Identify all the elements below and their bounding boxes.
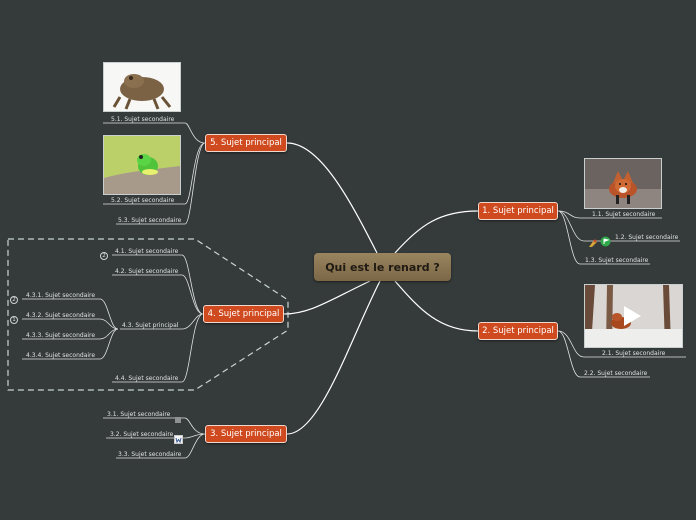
subtopic-4-3-3[interactable]: 4.3.3. Sujet secondaire — [26, 332, 96, 339]
connector-center-b2 — [394, 280, 479, 332]
subtopic-3-2[interactable]: 3.2. Sujet secondaire — [110, 431, 174, 438]
subtopic-4-2[interactable]: 4.2. Sujet secondaire — [115, 268, 179, 275]
subtopic-2-2[interactable]: 2.2. Sujet secondaire — [584, 370, 648, 377]
main-topic-2[interactable]: 2. Sujet principal — [478, 322, 558, 340]
central-topic[interactable]: Qui est le renard ? — [314, 253, 451, 281]
main-topic-1[interactable]: 1. Sujet principal — [478, 202, 558, 220]
main-topic-4[interactable]: 4. Sujet principal — [203, 305, 284, 323]
subtopic-4-3-4[interactable]: 4.3.4. Sujet secondaire — [26, 352, 96, 359]
subtopic-3-1[interactable]: 3.1. Sujet secondaire — [107, 411, 171, 418]
subtopic-5-2[interactable]: 5.2. Sujet secondaire — [111, 197, 175, 204]
relation-badge[interactable]: 2 — [100, 252, 108, 260]
fox-kit-photo — [584, 158, 662, 209]
play-icon[interactable] — [621, 304, 643, 332]
subtopic-5-1[interactable]: 5.1. Sujet secondaire — [111, 116, 175, 123]
green-flag-icon — [600, 232, 611, 251]
main-topic-5[interactable]: 5. Sujet principal — [205, 134, 287, 152]
subtopic-1-2[interactable]: 1.2. Sujet secondaire — [615, 234, 679, 241]
subtopic-5-3[interactable]: 5.3. Sujet secondaire — [118, 217, 182, 224]
frog-photo — [103, 135, 181, 195]
connector-center-b1 — [394, 210, 479, 254]
subtopic-1-3[interactable]: 1.3. Sujet secondaire — [585, 257, 649, 264]
subtopic-3-3[interactable]: 3.3. Sujet secondaire — [118, 451, 182, 458]
subtopic-4-1[interactable]: 4.1. Sujet secondaire — [115, 248, 179, 255]
connector-center-b4 — [283, 280, 371, 315]
toad-photo — [103, 62, 181, 112]
relation-badge[interactable]: 2 — [10, 296, 18, 304]
subtopic-1-1[interactable]: 1.1. Sujet secondaire — [592, 211, 656, 218]
connector-center-b3 — [286, 280, 381, 435]
word-document-icon[interactable] — [174, 429, 183, 448]
subtopic-4-3[interactable]: 4.3. Sujet principal — [122, 322, 179, 329]
boundary-branch-4 — [7, 238, 289, 391]
subtopic-4-4[interactable]: 4.4. Sujet secondaire — [115, 375, 179, 382]
subtopic-2-1[interactable]: 2.1. Sujet secondaire — [602, 350, 666, 357]
notes-icon[interactable] — [174, 409, 182, 428]
subtopic-4-3-2[interactable]: 4.3.2. Sujet secondaire — [26, 312, 96, 319]
video-thumbnail[interactable] — [584, 284, 683, 348]
central-topic-label: Qui est le renard ? — [325, 260, 440, 274]
relation-badge[interactable]: 1 — [10, 316, 18, 324]
connector-center-b5 — [286, 142, 378, 254]
subtopic-4-3-1[interactable]: 4.3.1. Sujet secondaire — [26, 292, 96, 299]
main-topic-3[interactable]: 3. Sujet principal — [205, 425, 287, 443]
paint-palette-icon — [588, 233, 598, 252]
